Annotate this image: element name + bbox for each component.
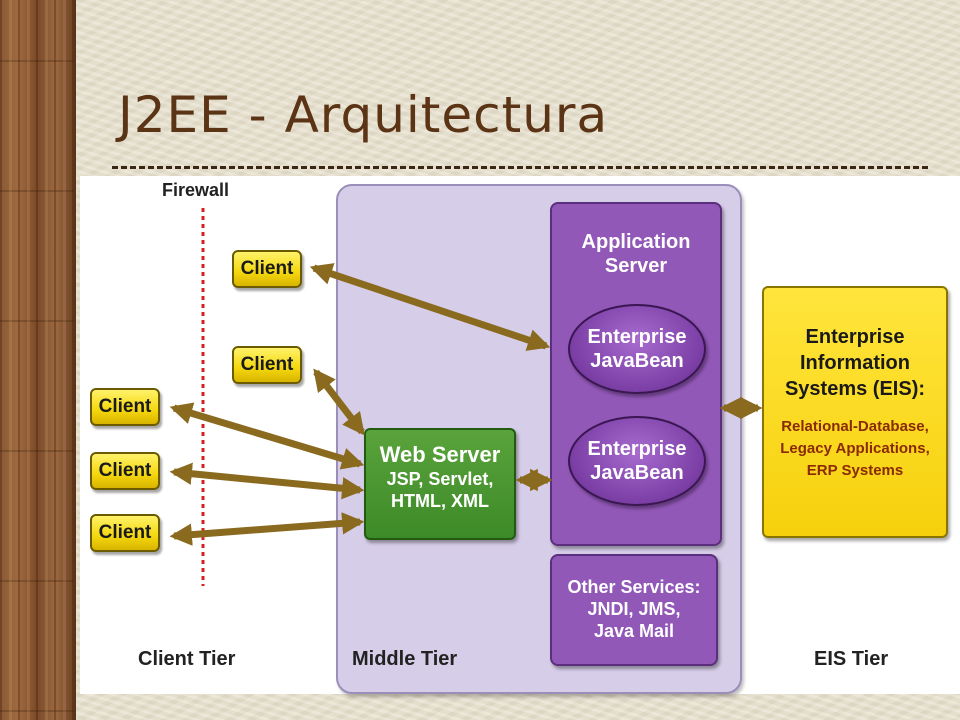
- title-divider: [112, 166, 928, 169]
- enterprise-javabean-1: Enterprise JavaBean: [568, 304, 706, 394]
- firewall-label: Firewall: [162, 180, 230, 200]
- client-box-2: Client: [232, 346, 302, 384]
- application-server-label: Application Server: [581, 231, 691, 277]
- client-tier-label: Client Tier: [138, 648, 236, 670]
- client-box-5: Client: [90, 514, 160, 552]
- client-box-1: Client: [232, 250, 302, 288]
- other-services-box: Other Services: JNDI, JMS, Java Mail: [550, 554, 718, 666]
- arrow-client4-webserver: [169, 462, 365, 500]
- client-box-3: Client: [90, 388, 160, 426]
- eis-title: Enterprise Information Systems (EIS):: [784, 326, 926, 400]
- middle-tier-label: Middle Tier: [352, 648, 458, 670]
- arrow-client3-webserver: [169, 402, 365, 470]
- architecture-diagram: Application Server Enterprise JavaBean E…: [80, 176, 960, 694]
- client-box-4: Client: [90, 452, 160, 490]
- wood-border: [0, 0, 76, 720]
- arrow-client1-appserver: [309, 263, 551, 351]
- arrow-client5-webserver: [169, 512, 365, 546]
- web-server-tech: JSP, Servlet, HTML, XML: [386, 469, 494, 511]
- connector-layer: [169, 208, 763, 586]
- eis-tier-label: EIS Tier: [814, 648, 889, 670]
- enterprise-javabean-2: Enterprise JavaBean: [568, 416, 706, 506]
- arrow-client2-webserver: [313, 368, 365, 436]
- eis-examples: Relational-Database, Legacy Applications…: [780, 418, 930, 479]
- slide-title: J2EE - Arquitectura: [118, 86, 609, 144]
- eis-box: Enterprise Information Systems (EIS): Re…: [762, 286, 948, 538]
- web-server-title: Web Server: [379, 442, 501, 467]
- web-server-box: Web Server JSP, Servlet, HTML, XML: [364, 428, 516, 540]
